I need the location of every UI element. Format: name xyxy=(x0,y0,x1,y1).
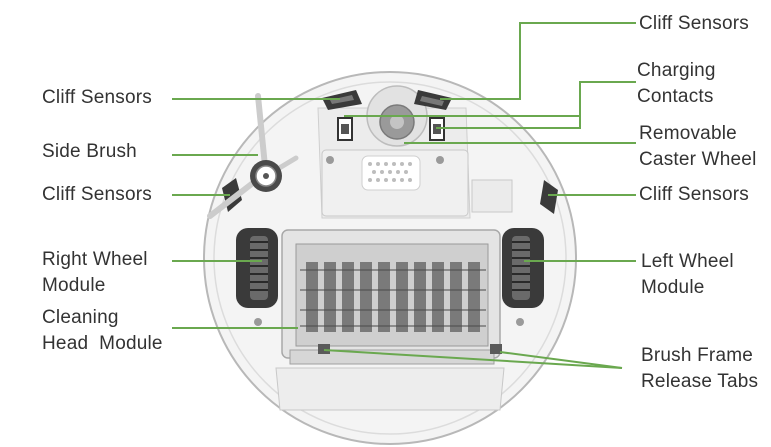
label-brush-frame-release-tabs: Brush Frame Release Tabs xyxy=(641,345,759,392)
label-side-brush: Side Brush xyxy=(42,141,137,162)
leader-charging-contacts-1 xyxy=(344,81,636,117)
brush-frame-tab-right xyxy=(490,344,502,354)
side-brush xyxy=(207,93,299,219)
label-removable-caster-wheel: Removable Caster Wheel xyxy=(639,123,757,170)
leader-charging-contacts-2 xyxy=(436,116,581,129)
label-plate xyxy=(471,179,513,213)
left-wheel-module xyxy=(502,228,544,308)
label-left-wheel-module: Left Wheel Module xyxy=(641,251,734,298)
label-charging-contacts: Charging Contacts xyxy=(637,60,716,107)
leader-lines xyxy=(172,22,636,369)
label-cliff-sensors-mid-right: Cliff Sensors xyxy=(639,184,749,205)
label-cliff-sensors-top-left: Cliff Sensors xyxy=(42,87,152,108)
brush-frame-tab-left xyxy=(318,344,330,354)
leader-brush-frame-1 xyxy=(499,351,623,369)
right-wheel-module xyxy=(236,228,278,308)
label-cliff-sensors-mid-left: Cliff Sensors xyxy=(42,184,152,205)
label-right-wheel-module: Right Wheel Module xyxy=(42,249,148,296)
leader-cliff-sensors-top-right xyxy=(440,22,636,100)
label-cliff-sensors-top-right: Cliff Sensors xyxy=(639,13,749,34)
label-cleaning-head-module: Cleaning Head Module xyxy=(42,307,163,354)
cleaning-head-module xyxy=(281,229,502,365)
leader-brush-frame-2 xyxy=(323,349,623,369)
robot-body-inner-rim xyxy=(213,81,567,435)
cliff-sensor-side-right xyxy=(540,180,558,214)
